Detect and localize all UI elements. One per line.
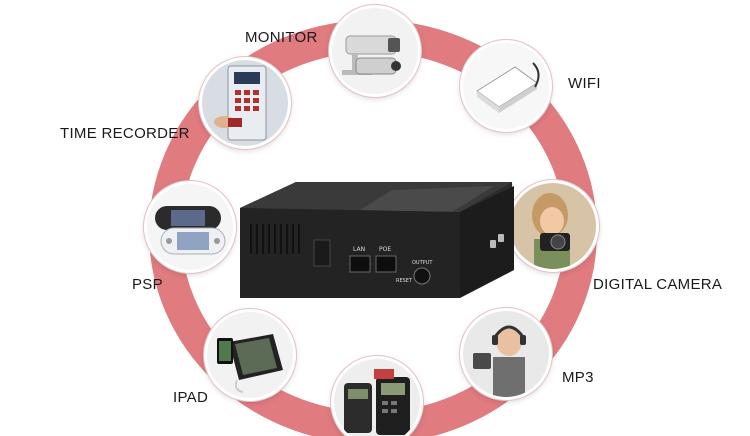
pos-terminal-icon bbox=[331, 356, 423, 436]
port-poe-label: POE bbox=[379, 246, 391, 253]
mini-ups-device: LAN POE OUTPUT RESET bbox=[232, 178, 514, 306]
monitor-label: MONITOR bbox=[245, 29, 318, 46]
cctv-camera-icon bbox=[329, 5, 421, 97]
port-output-label: OUTPUT bbox=[412, 260, 433, 266]
time-recorder-label: TIME RECORDER bbox=[60, 125, 190, 142]
port-reset-label: RESET bbox=[396, 278, 413, 284]
psp-label: PSP bbox=[132, 276, 163, 293]
psp-console-icon bbox=[144, 181, 236, 273]
wifi-router-icon bbox=[460, 40, 552, 132]
tablet-phone-icon bbox=[204, 309, 296, 401]
ipad-label: IPAD bbox=[173, 389, 209, 406]
port-lan-label: LAN bbox=[353, 246, 365, 253]
digital-camera-label: DIGITAL CAMERA bbox=[593, 276, 723, 293]
mp3-label: MP3 bbox=[562, 369, 594, 386]
time-recorder-icon bbox=[199, 57, 291, 149]
camera-woman-icon bbox=[507, 180, 599, 272]
wifi-label: WIFI bbox=[568, 75, 601, 92]
headphones-man-icon bbox=[460, 308, 552, 400]
